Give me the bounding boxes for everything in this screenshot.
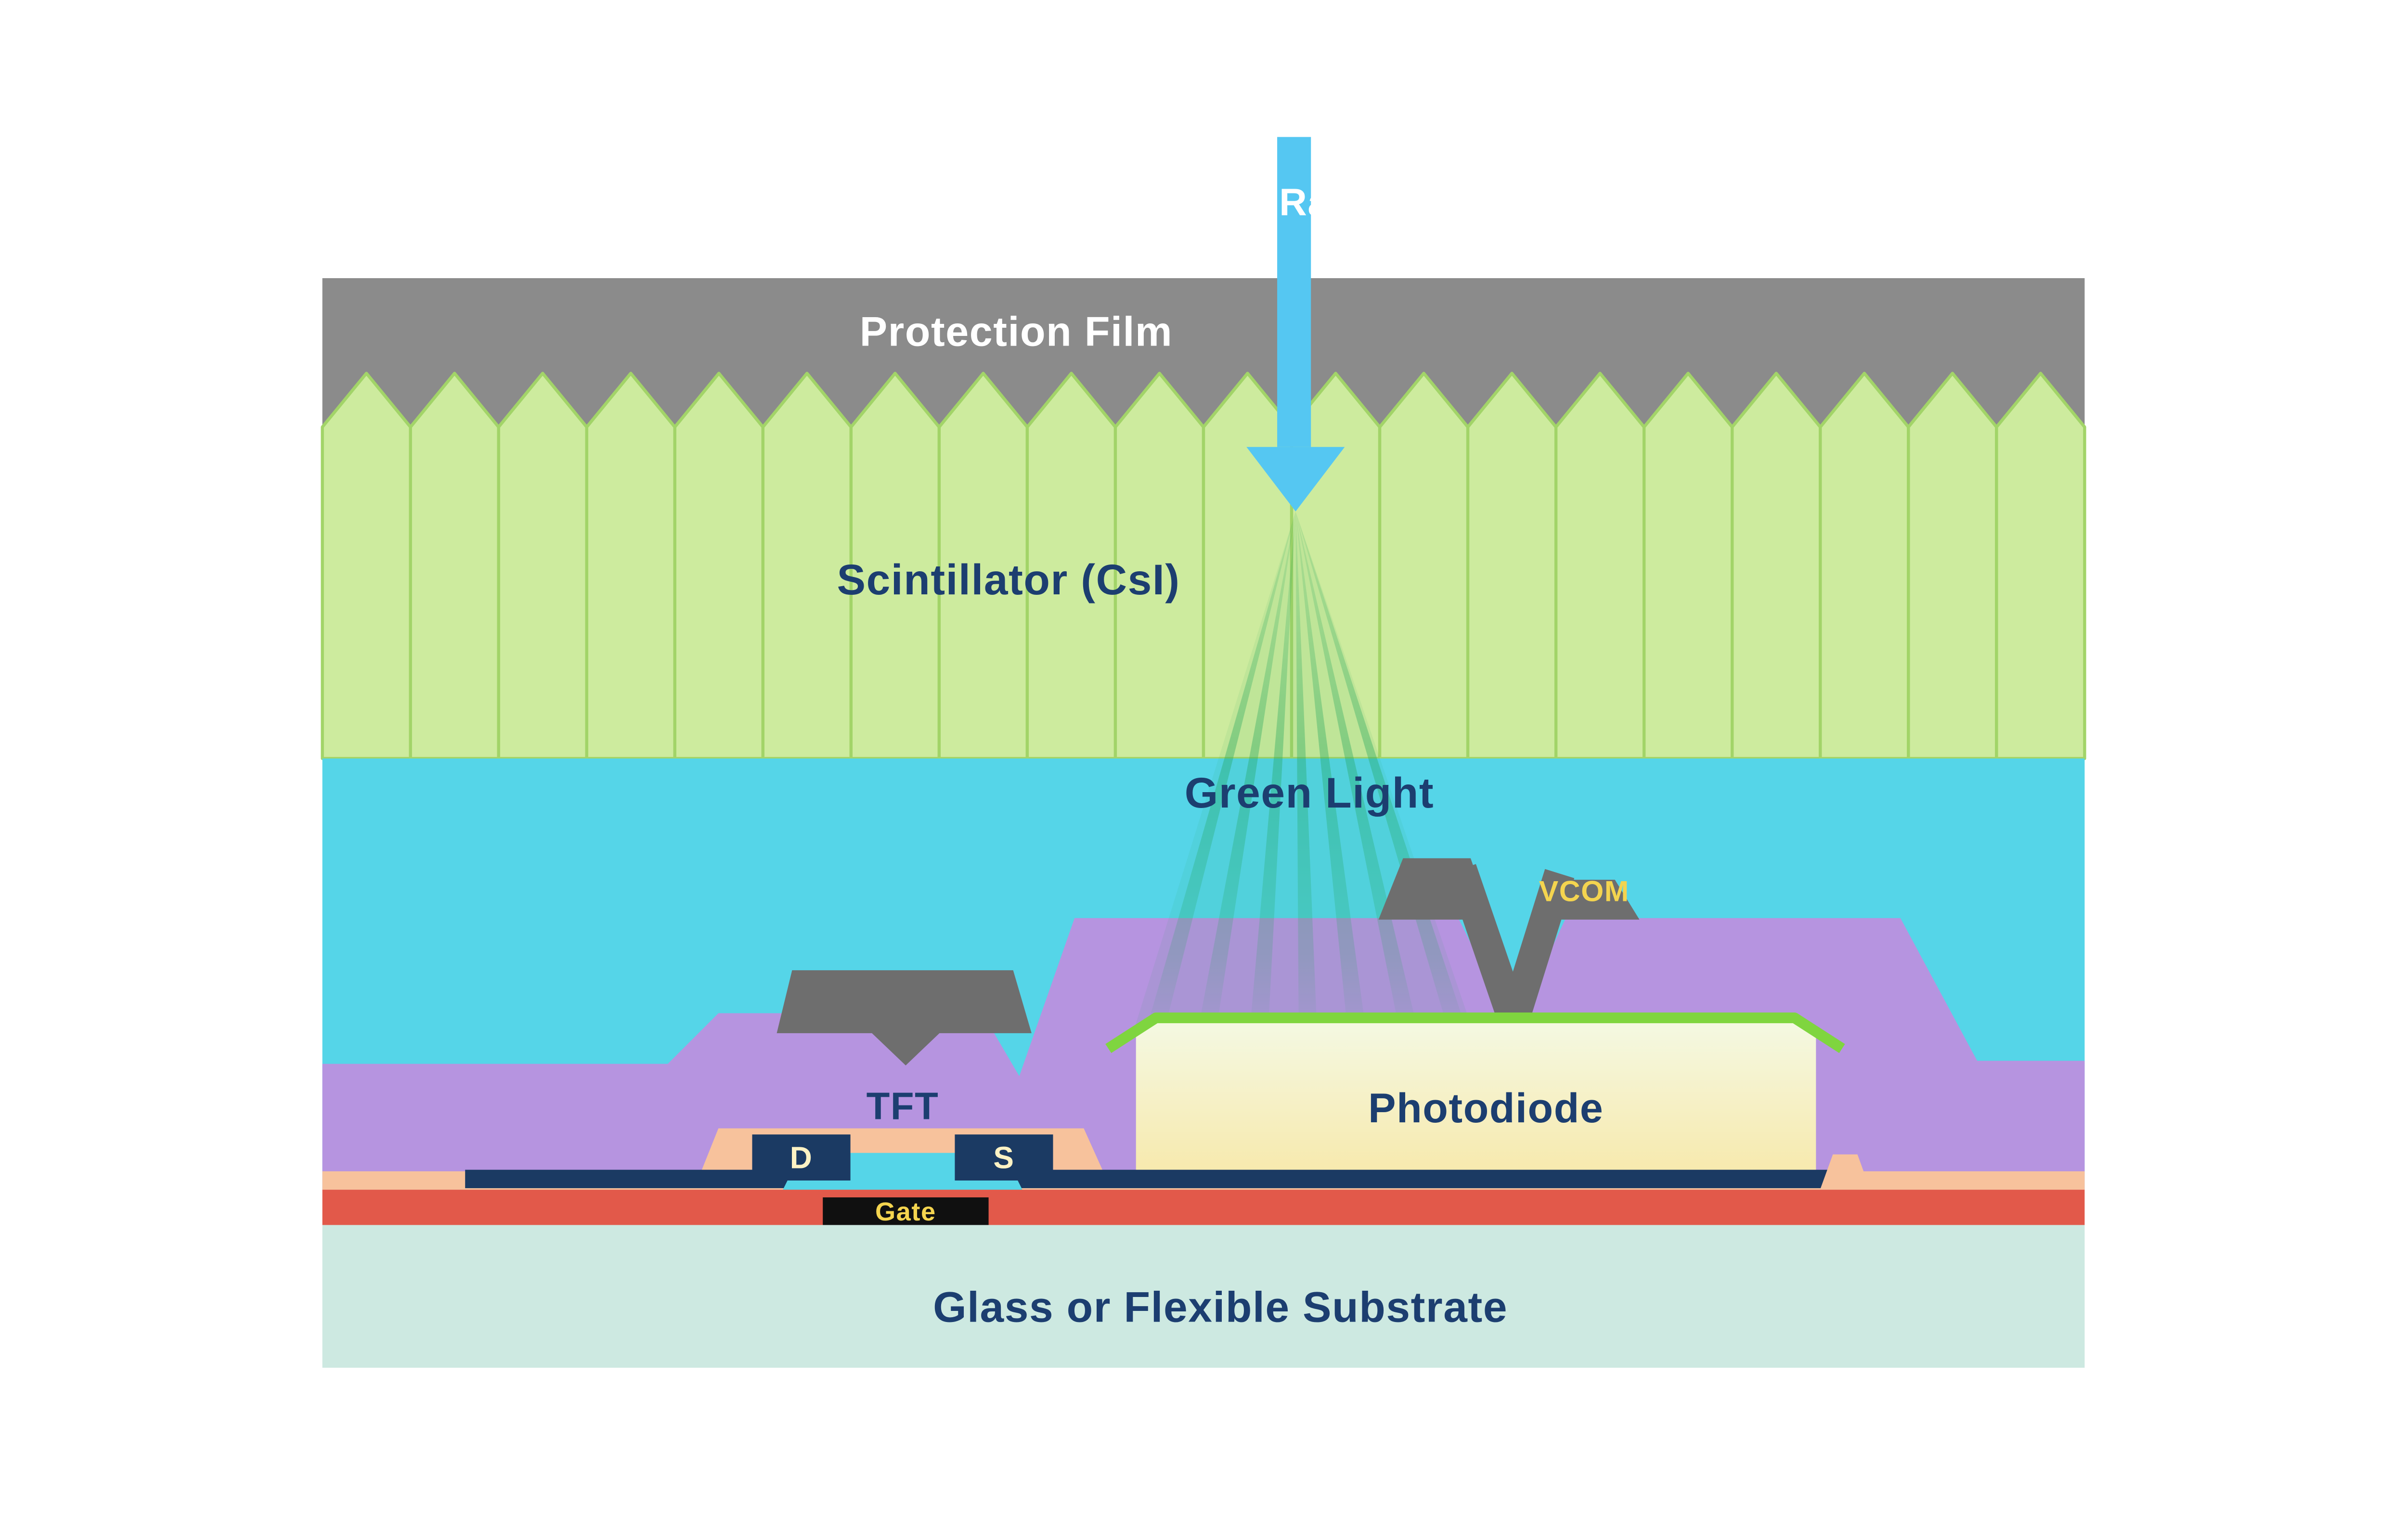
scintillator-layer [323,373,2085,758]
gate-insulator-layer [322,1190,2085,1225]
scintillator-column [411,373,499,758]
vcom-label: VCOM [1539,875,1630,908]
scintillator-column [1820,373,1908,758]
labels: X-Ray Protection Film Scintillator (CsI)… [790,180,1630,1331]
scintillator-column [1908,373,1996,758]
scintillator-label: Scintillator (CsI) [837,555,1180,603]
scintillator-column [1556,373,1644,758]
vcom-mound-left [1378,858,1492,920]
substrate-layer [322,1225,2085,1368]
bias-electrode-left [776,970,1032,1065]
protection-film-layer [322,278,2085,427]
passivation-step-right [1820,1154,1870,1188]
photodiode [1105,1012,1845,1176]
scintillator-column [499,373,587,758]
metal-line-right [955,1169,1832,1188]
xray-arrow-shaft [1277,137,1311,447]
scintillator-column [1644,373,1732,758]
scintillator-column [1996,373,2084,758]
green-light-ray [1295,511,1367,1033]
xray-arrowhead-icon [1246,447,1345,512]
scintillator-column [323,373,411,758]
source-electrode [955,1134,1053,1181]
scintillator-column [1468,373,1556,758]
substrate-label: Glass or Flexible Substrate [933,1283,1508,1331]
tft-label: TFT [867,1084,939,1127]
gate-electrode [823,1197,989,1225]
photodiode-label: Photodiode [1368,1085,1604,1131]
scintillator-column [587,373,675,758]
scintillator-column [1380,373,1468,758]
tft-region [322,1128,2085,1190]
source-label: S [993,1140,1014,1175]
scintillator-column [1732,373,1820,758]
photodiode-body [1136,1016,1816,1176]
gate-label: Gate [875,1197,936,1226]
xray-label: X-Ray [1239,180,1352,223]
protection-film-label: Protection Film [860,308,1173,355]
photodiode-top-contact [1105,1012,1845,1053]
xray-arrow [1246,137,1345,512]
drain-label: D [790,1140,813,1175]
drain-electrode [752,1134,851,1181]
green-light-label: Green Light [1185,769,1434,817]
scintillator-column [675,373,763,758]
vcom-mound-right [1535,879,1640,920]
